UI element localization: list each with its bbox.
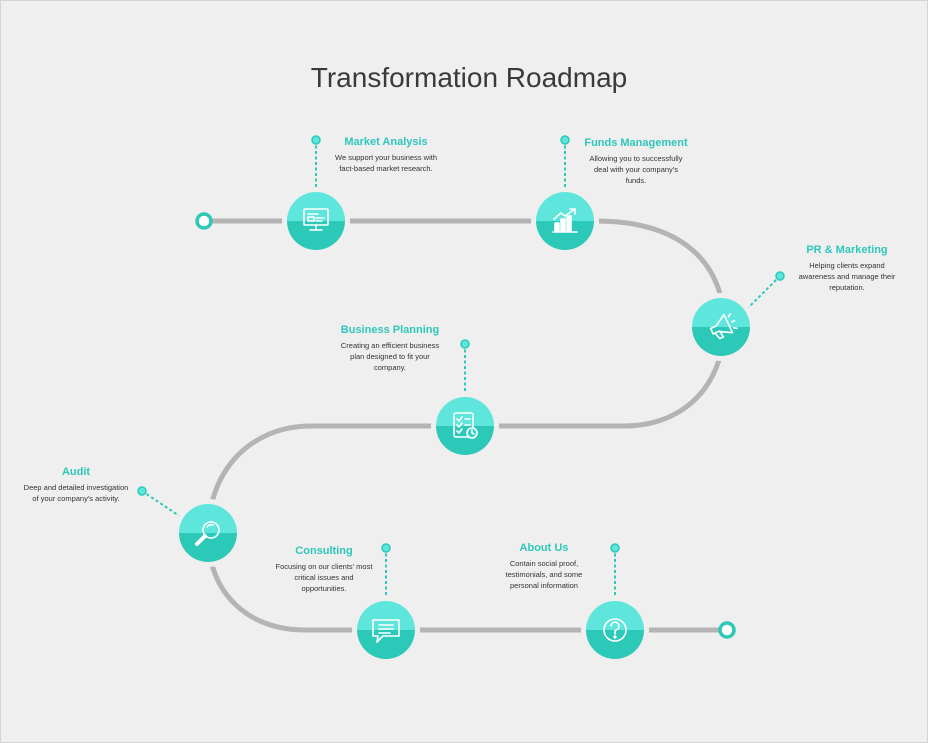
pin-funds-management [560, 135, 570, 145]
milestone-description: Allowing you to successfully deal with y… [589, 154, 683, 185]
pin-audit [137, 486, 147, 496]
magnifier-icon [195, 521, 220, 546]
milestone-about-us: About Us Contain social proof, testimoni… [492, 542, 596, 591]
connector-pr-marketing [743, 275, 781, 313]
milestone-description: Deep and detailed investigation of your … [23, 483, 129, 503]
monitor-presentation-icon [303, 208, 329, 231]
milestone-business-planning: Business Planning Creating an efficient … [336, 324, 444, 373]
milestone-consulting: Consulting Focusing on our clients' most… [273, 545, 375, 594]
page-title: Transformation Roadmap [310, 62, 628, 93]
bar-chart-growth-icon [552, 208, 578, 233]
milestone-description: Contain social proof, testimonials, and … [505, 559, 583, 590]
connector-audit [141, 490, 185, 520]
pin-about-us [610, 543, 620, 553]
milestone-funds-management: Funds Management Allowing you to success… [584, 137, 688, 186]
milestone-node-audit [174, 499, 242, 567]
pin-market-analysis [311, 135, 321, 145]
chat-bubble-icon [372, 619, 400, 643]
milestone-node-consulting [352, 596, 420, 664]
milestone-audit: Audit Deep and detailed investigation of… [22, 466, 130, 504]
milestone-title: Market Analysis [344, 136, 428, 148]
milestone-title: Funds Management [584, 137, 688, 149]
milestone-node-business-planning [431, 392, 499, 460]
milestone-title: Audit [61, 466, 91, 478]
pin-pr-marketing [775, 271, 785, 281]
megaphone-icon [709, 313, 738, 340]
milestone-title: About Us [519, 542, 569, 554]
milestone-description: Focusing on our clients' most critical i… [275, 562, 373, 593]
question-mark-icon [603, 618, 627, 642]
milestone-node-about-us [581, 596, 649, 664]
milestone-title: PR & Marketing [806, 244, 888, 256]
checklist-icon [453, 412, 478, 439]
milestone-market-analysis: Market Analysis We support your business… [330, 136, 442, 174]
milestone-title: Consulting [295, 545, 353, 557]
pin-business-planning [460, 339, 470, 349]
milestone-node-pr-marketing [687, 293, 755, 361]
road-path [201, 218, 730, 633]
milestone-pr-marketing: PR & Marketing Helping clients expand aw… [796, 244, 898, 293]
road-start-marker [195, 212, 213, 230]
milestone-description: Creating an efficient business plan desi… [340, 341, 440, 372]
milestone-description: Helping clients expand awareness and man… [798, 261, 896, 292]
pin-consulting [381, 543, 391, 553]
milestone-description: We support your business with fact-based… [335, 153, 437, 173]
milestone-title: Business Planning [340, 324, 440, 336]
road-end-marker [718, 621, 736, 639]
